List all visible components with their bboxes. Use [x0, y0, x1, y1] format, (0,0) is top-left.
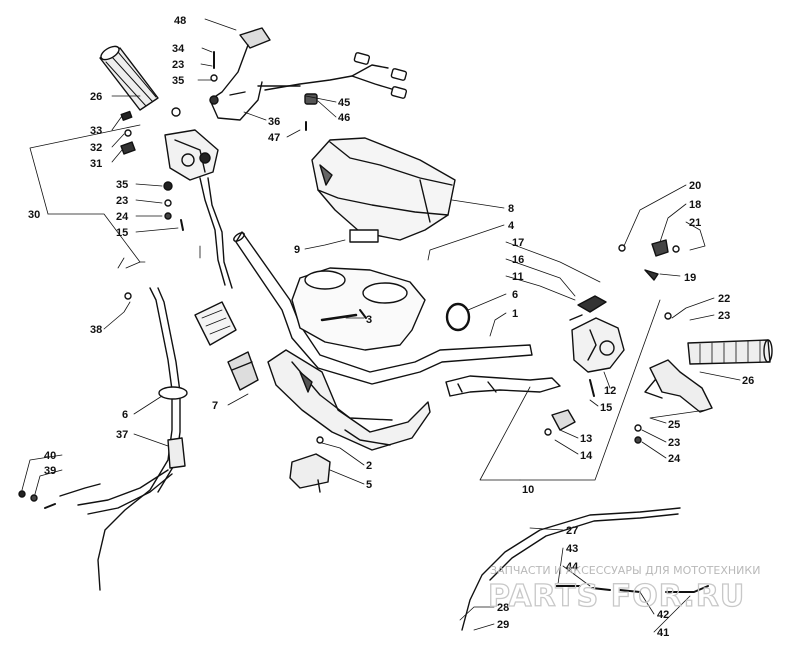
callout-23b: 23 — [116, 195, 128, 207]
handlebar-part — [233, 231, 533, 385]
callout-31: 31 — [90, 158, 102, 170]
callout-14: 14 — [580, 450, 593, 462]
callout-35: 35 — [172, 75, 184, 87]
callout-2: 2 — [366, 460, 372, 472]
callout-37: 37 — [116, 429, 128, 441]
callout-6b: 6 — [122, 409, 128, 421]
callout-35b: 35 — [116, 179, 128, 191]
brake-lever-bracket-part — [171, 27, 301, 121]
left-control-housing-part — [164, 129, 233, 289]
callout-23c: 23 — [718, 310, 730, 322]
callout-24b: 24 — [668, 453, 681, 465]
callout-46: 46 — [338, 112, 350, 124]
callout-25: 25 — [668, 419, 680, 431]
callout-13: 13 — [580, 433, 592, 445]
callout-41: 41 — [657, 627, 669, 639]
callout-29: 29 — [497, 619, 509, 631]
small-screws-left-part — [120, 110, 136, 155]
instrument-hood-part — [311, 137, 456, 243]
watermark-logo: PARTS FOR.RU — [488, 579, 745, 614]
watermark: ЗАПЧАСТИ И АКСЕССУАРЫ ДЛЯ МОТОТЕХНИКИ PA… — [487, 564, 760, 615]
brake-cable-part — [461, 507, 709, 631]
watermark-tagline: ЗАПЧАСТИ И АКСЕССУАРЫ ДЛЯ МОТОТЕХНИКИ — [490, 564, 760, 577]
callout-45: 45 — [338, 97, 350, 109]
callout-16: 16 — [512, 254, 524, 266]
callout-36: 36 — [268, 116, 280, 128]
callout-7: 7 — [212, 400, 218, 412]
callout-19: 19 — [684, 272, 696, 284]
callout-10: 10 — [522, 484, 534, 496]
callout-1: 1 — [512, 308, 518, 320]
callout-15b: 15 — [600, 402, 612, 414]
callout-23: 23 — [172, 59, 184, 71]
callout-21: 21 — [689, 217, 701, 229]
callout-8: 8 — [508, 203, 514, 215]
o-ring-right-part — [445, 302, 471, 332]
right-lever-pin-part — [618, 239, 680, 281]
ignition-switch-part — [194, 301, 259, 391]
callout-24: 24 — [116, 211, 129, 223]
callout-42: 42 — [657, 609, 669, 621]
callout-4: 4 — [508, 220, 515, 232]
callout-3: 3 — [366, 314, 372, 326]
callout-38: 38 — [90, 324, 102, 336]
callout-23d: 23 — [668, 437, 680, 449]
throttle-cable-part — [77, 287, 188, 591]
callout-40: 40 — [44, 450, 56, 462]
callout-33: 33 — [90, 125, 102, 137]
steering-support-part — [267, 349, 431, 451]
callout-6: 6 — [512, 289, 518, 301]
callout-28: 28 — [497, 602, 509, 614]
callout-39: 39 — [44, 465, 56, 477]
callout-27: 27 — [566, 525, 578, 537]
wiring-harness-part — [264, 52, 408, 131]
gauge-pod-part — [291, 267, 426, 351]
right-grip-part — [687, 339, 773, 365]
callout-9: 9 — [294, 244, 300, 256]
callout-20: 20 — [689, 180, 701, 192]
callout-labels: 48 34 23 35 26 33 32 31 30 35 23 24 15 3… — [28, 15, 754, 639]
callout-43: 43 — [566, 543, 578, 555]
callout-18: 18 — [689, 199, 701, 211]
callout-26: 26 — [90, 91, 102, 103]
callout-34: 34 — [172, 43, 185, 55]
callout-47: 47 — [268, 132, 280, 144]
callout-32: 32 — [90, 142, 102, 154]
callout-5: 5 — [366, 479, 372, 491]
right-brake-lever-part — [634, 312, 713, 444]
callout-48: 48 — [174, 15, 186, 27]
callout-15: 15 — [116, 227, 128, 239]
left-grip-part — [99, 45, 159, 111]
callout-30: 30 — [28, 209, 40, 221]
mount-bracket-part — [289, 436, 331, 493]
callout-12: 12 — [604, 385, 616, 397]
callout-17: 17 — [512, 237, 524, 249]
callout-26b: 26 — [742, 375, 754, 387]
left-hardware-column-part — [163, 181, 184, 231]
leader-lines — [21, 18, 741, 633]
callout-22: 22 — [718, 293, 730, 305]
callout-11: 11 — [512, 271, 524, 283]
cable-end-fittings-part — [18, 483, 101, 509]
callout-44: 44 — [566, 561, 579, 573]
right-control-housing-part — [445, 295, 625, 436]
